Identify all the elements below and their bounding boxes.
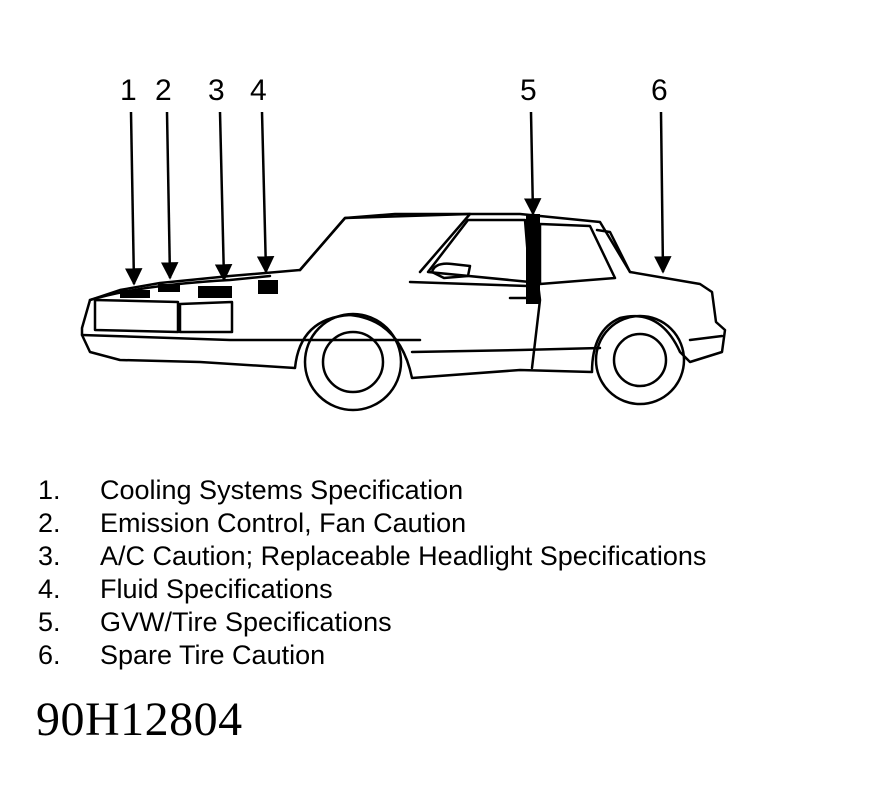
side-mirror <box>430 262 472 280</box>
legend-item-4: 4. Fluid Specifications <box>38 573 868 606</box>
bumper <box>80 333 422 342</box>
figure-id: 90H12804 <box>36 693 243 746</box>
callout-numbers: 1 2 3 4 5 6 <box>120 74 668 107</box>
label-patch-3 <box>198 286 232 298</box>
callout-arrow-5 <box>523 111 542 216</box>
callout-number-3: 3 <box>208 74 225 107</box>
legend-number: 3. <box>38 541 61 571</box>
callout-number-6: 6 <box>651 74 668 107</box>
legend-item-1: 1. Cooling Systems Specification <box>38 474 868 507</box>
car-label-location-diagram: 1 2 3 4 5 6 <box>80 74 727 412</box>
callout-arrow-1 <box>124 111 143 286</box>
callout-number-5: 5 <box>520 74 537 107</box>
callout-arrow-6 <box>654 111 672 274</box>
legend-list: 1. Cooling Systems Specification 2. Emis… <box>38 474 868 672</box>
car-body-outline <box>80 212 727 380</box>
callout-number-1: 1 <box>120 74 137 107</box>
grille <box>93 298 180 334</box>
label-patch-4 <box>258 280 278 294</box>
legend-text: A/C Caution; Replaceable Headlight Speci… <box>100 541 707 571</box>
legend-item-3: 3. A/C Caution; Replaceable Headlight Sp… <box>38 540 868 573</box>
legend-text: Cooling Systems Specification <box>100 475 464 505</box>
legend-item-2: 2. Emission Control, Fan Caution <box>38 507 868 540</box>
legend-text: Emission Control, Fan Caution <box>100 508 467 538</box>
rear-glass <box>595 228 632 274</box>
legend-number: 6. <box>38 640 61 670</box>
callout-arrow-4 <box>256 111 275 274</box>
headlight <box>178 300 234 334</box>
rear-wheel-hub <box>612 332 668 388</box>
legend-number: 1. <box>38 475 61 505</box>
rear-wheel <box>594 314 686 406</box>
front-window <box>426 218 532 284</box>
label-patch-2 <box>158 284 180 292</box>
sedan-illustration <box>80 212 727 412</box>
rear-window <box>538 222 617 286</box>
windshield <box>298 212 472 274</box>
legend-item-6: 6. Spare Tire Caution <box>38 639 868 672</box>
label-patch-1 <box>120 290 150 298</box>
legend-item-5: 5. GVW/Tire Specifications <box>38 606 868 639</box>
legend-number: 4. <box>38 574 61 604</box>
front-wheel <box>303 312 403 412</box>
label-patch-5 <box>526 214 540 304</box>
rear-bumper <box>688 334 724 342</box>
legend-number: 2. <box>38 508 61 538</box>
callout-number-4: 4 <box>250 74 267 107</box>
callout-arrow-3 <box>214 111 233 282</box>
legend-text: Fluid Specifications <box>100 574 333 604</box>
callout-arrow-2 <box>160 111 179 280</box>
rocker-panel <box>410 346 602 354</box>
legend-number: 5. <box>38 607 61 637</box>
front-wheel-hub <box>321 330 385 394</box>
legend-text: GVW/Tire Specifications <box>100 607 392 637</box>
label-patches <box>120 214 540 304</box>
legend-text: Spare Tire Caution <box>100 640 326 670</box>
callout-arrows <box>124 111 672 286</box>
callout-number-2: 2 <box>155 74 172 107</box>
front-door-edge <box>408 280 530 288</box>
